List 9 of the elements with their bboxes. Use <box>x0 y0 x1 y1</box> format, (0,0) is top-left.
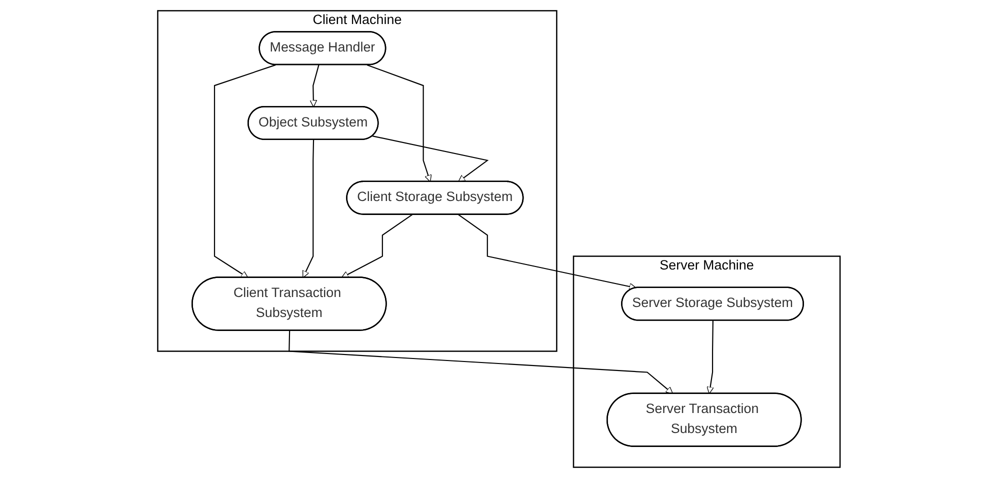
arrow <box>706 320 714 394</box>
arrow <box>214 64 276 278</box>
arrow <box>372 135 489 182</box>
arrow <box>341 214 413 278</box>
arrow <box>310 64 320 107</box>
arrow <box>367 64 432 182</box>
arrow <box>302 139 314 278</box>
arrow <box>458 214 637 290</box>
arrow <box>288 330 674 394</box>
